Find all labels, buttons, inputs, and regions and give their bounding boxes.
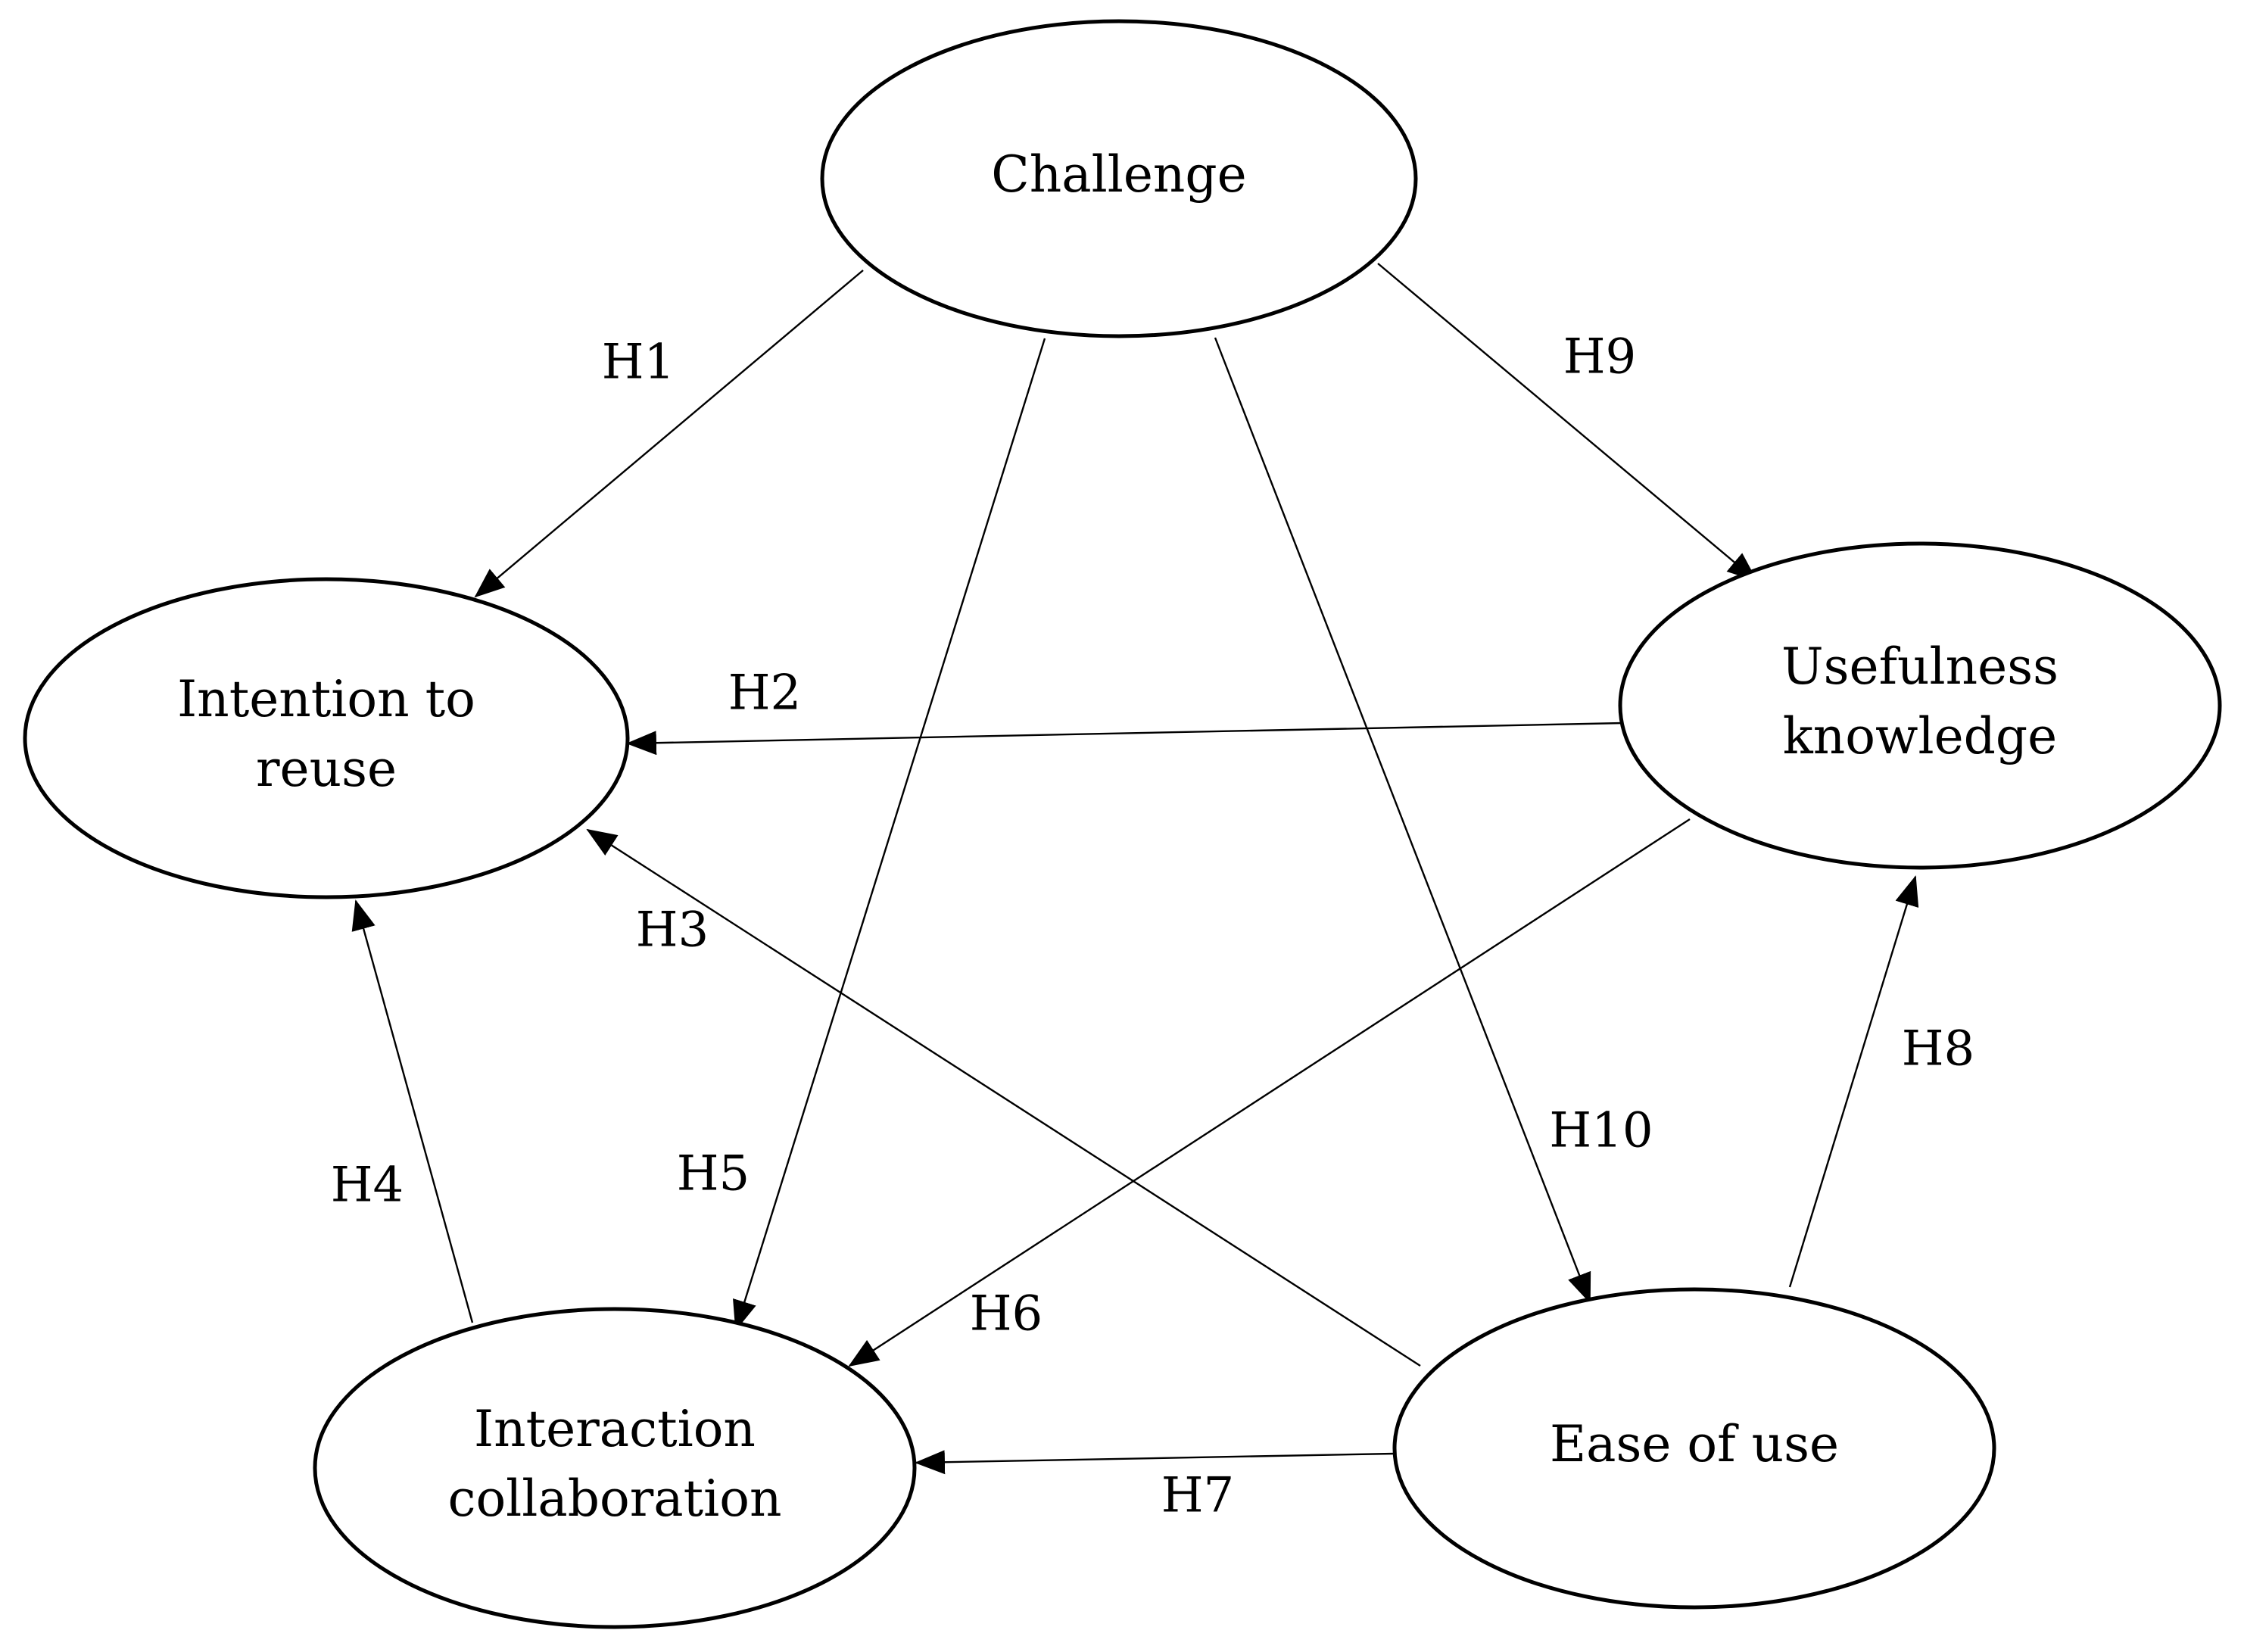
node-interaction-ellipse	[313, 1307, 917, 1629]
node-usefulness-label-line-2: knowledge	[1783, 707, 2057, 765]
node-intention-label-line-2: reuse	[256, 740, 397, 798]
node-challenge-ellipse	[820, 19, 1418, 338]
edge-label-h8: H8	[1902, 1021, 1975, 1077]
node-intention: Intention to reuse	[23, 577, 630, 899]
edge-label-h7: H7	[1161, 1468, 1235, 1524]
node-ease-label-line-1: Ease of use	[1550, 1415, 1839, 1473]
node-interaction-label-line-2: collaboration	[447, 1470, 781, 1528]
edge-h8-ease-to-usefulness	[1788, 875, 1919, 1288]
edge-label-h6: H6	[970, 1286, 1043, 1342]
edge-h3-ease-to-intention	[586, 828, 1421, 1367]
edge-h10-challenge-to-ease	[1214, 337, 1591, 1304]
node-ease: Ease of use	[1392, 1287, 1996, 1610]
node-interaction: Interaction collaboration	[313, 1307, 917, 1629]
node-usefulness-label-line-1: Usefulness	[1781, 637, 2059, 696]
edge-label-h2: H2	[728, 665, 802, 722]
edge-h2-usefulness-to-intention	[626, 722, 1624, 756]
node-usefulness: Usefulness knowledge	[1618, 541, 2222, 870]
edge-h7-ease-to-interaction	[915, 1450, 1395, 1475]
edge-h4-interaction-to-intention	[351, 899, 474, 1323]
edge-h9-challenge-to-usefulness	[1377, 263, 1758, 582]
edge-label-h9: H9	[1563, 329, 1637, 385]
edge-label-h5: H5	[677, 1146, 750, 1202]
edge-label-h4: H4	[331, 1158, 404, 1214]
node-challenge-label-line-1: Challenge	[991, 145, 1246, 204]
node-intention-ellipse	[23, 577, 630, 899]
node-usefulness-ellipse	[1618, 541, 2222, 870]
edge-h5-challenge-to-interaction	[733, 338, 1046, 1331]
node-interaction-label-line-1: Interaction	[474, 1400, 756, 1458]
edge-h6-usefulness-to-interaction	[848, 818, 1691, 1367]
node-challenge: Challenge	[820, 19, 1418, 338]
node-ease-ellipse	[1392, 1287, 1996, 1610]
node-intention-label-line-1: Intention to	[177, 670, 475, 728]
edge-label-h3: H3	[636, 902, 709, 958]
edge-label-h1: H1	[602, 335, 675, 391]
edges-layer	[351, 263, 1919, 1475]
edge-h1-challenge-to-intention	[474, 270, 864, 598]
edge-label-h10: H10	[1549, 1103, 1653, 1159]
